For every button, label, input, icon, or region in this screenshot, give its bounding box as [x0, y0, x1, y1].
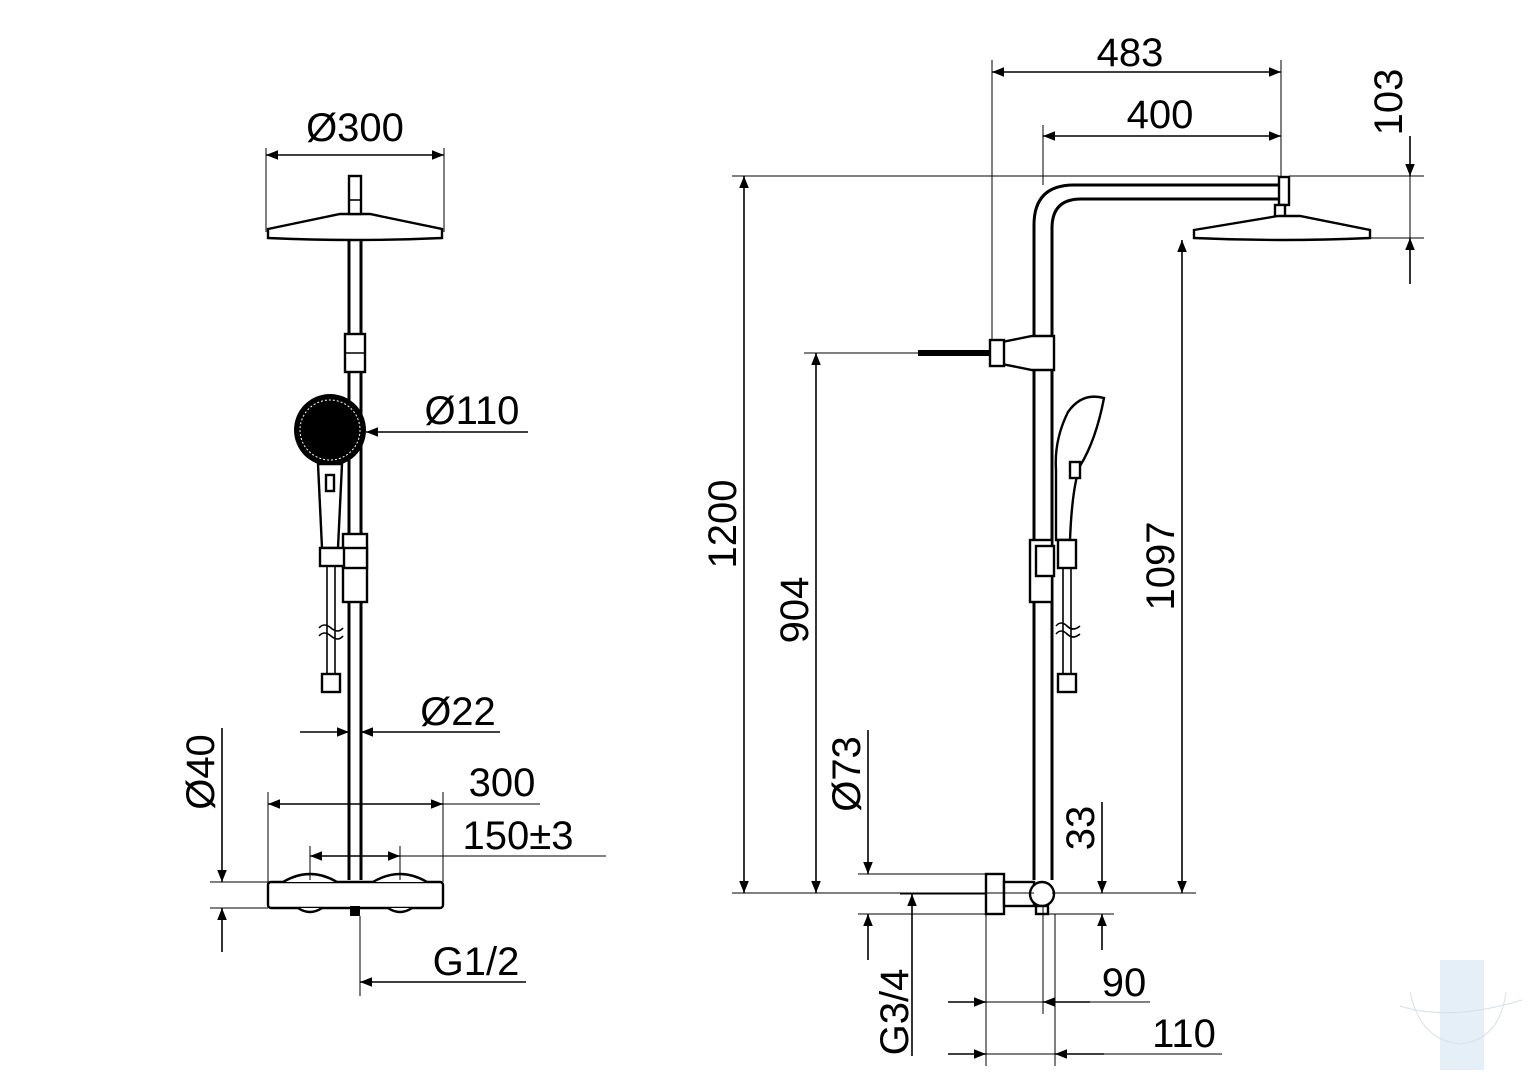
dim-total-height: 1200 — [701, 175, 1279, 894]
front-rail — [341, 240, 369, 880]
watermark-logo — [1399, 960, 1523, 1070]
label-mixer-width: 300 — [469, 761, 536, 805]
dim-rail-diameter: Ø22 — [300, 690, 500, 737]
side-wall-bracket — [918, 334, 1056, 372]
side-head-shower — [1192, 214, 1372, 242]
side-view: 483 400 103 1200 904 — [701, 31, 1424, 1066]
dim-wall-distance-max: 110 — [948, 914, 1222, 1066]
label-head-offset: 103 — [1367, 69, 1411, 136]
dim-mixer-body-diameter: Ø73 — [825, 730, 986, 960]
label-connection-thread: G1/2 — [433, 940, 520, 984]
label-holder-height: 904 — [773, 577, 817, 644]
dim-mixer-width: 300 — [267, 761, 540, 882]
side-mixer — [984, 872, 1056, 916]
dim-arm-projection: 400 — [1042, 93, 1281, 185]
label-head-diameter: Ø300 — [306, 106, 404, 150]
label-head-height: 1097 — [1139, 522, 1183, 611]
dim-wall-distance-min: 90 — [948, 906, 1150, 1066]
dim-outlet-offset: 33 — [1048, 802, 1114, 950]
label-outlet-offset: 33 — [1059, 806, 1103, 851]
side-handshower — [1028, 395, 1106, 694]
dim-head-height: 1097 — [1052, 240, 1196, 894]
label-mixer-body-diameter: Ø73 — [825, 736, 869, 812]
label-handshower-diameter: Ø110 — [425, 389, 520, 433]
label-arm-projection: 400 — [1127, 93, 1194, 137]
side-column — [1032, 175, 1291, 880]
dim-handshower-diameter: Ø110 — [366, 389, 528, 437]
front-view: Ø300 Ø110 Ø22 300 150±3 — [179, 106, 606, 996]
label-wall-distance-min: 90 — [1102, 961, 1147, 1005]
dim-arm-total: 483 — [991, 31, 1282, 340]
dim-connection-thread: G1/2 — [359, 916, 526, 996]
dim-mixer-diameter: Ø40 — [179, 728, 268, 952]
dim-head-diameter: Ø300 — [265, 106, 445, 232]
dim-connection-spacing: 150±3 — [309, 814, 606, 880]
front-mixer — [266, 872, 445, 916]
label-arm-total: 483 — [1097, 31, 1164, 75]
dim-holder-height: 904 — [773, 352, 918, 893]
label-outlet-thread: G3/4 — [873, 969, 917, 1056]
dim-outlet-thread: G3/4 — [873, 893, 986, 1056]
front-handshower — [294, 394, 366, 694]
label-mixer-diameter: Ø40 — [179, 734, 223, 810]
front-head-shower — [266, 174, 444, 242]
label-total-height: 1200 — [701, 480, 745, 569]
dim-head-offset: 103 — [1289, 69, 1424, 284]
label-wall-distance-max: 110 — [1152, 1012, 1216, 1056]
label-connection-spacing: 150±3 — [463, 814, 574, 858]
label-rail-diameter: Ø22 — [420, 690, 496, 734]
